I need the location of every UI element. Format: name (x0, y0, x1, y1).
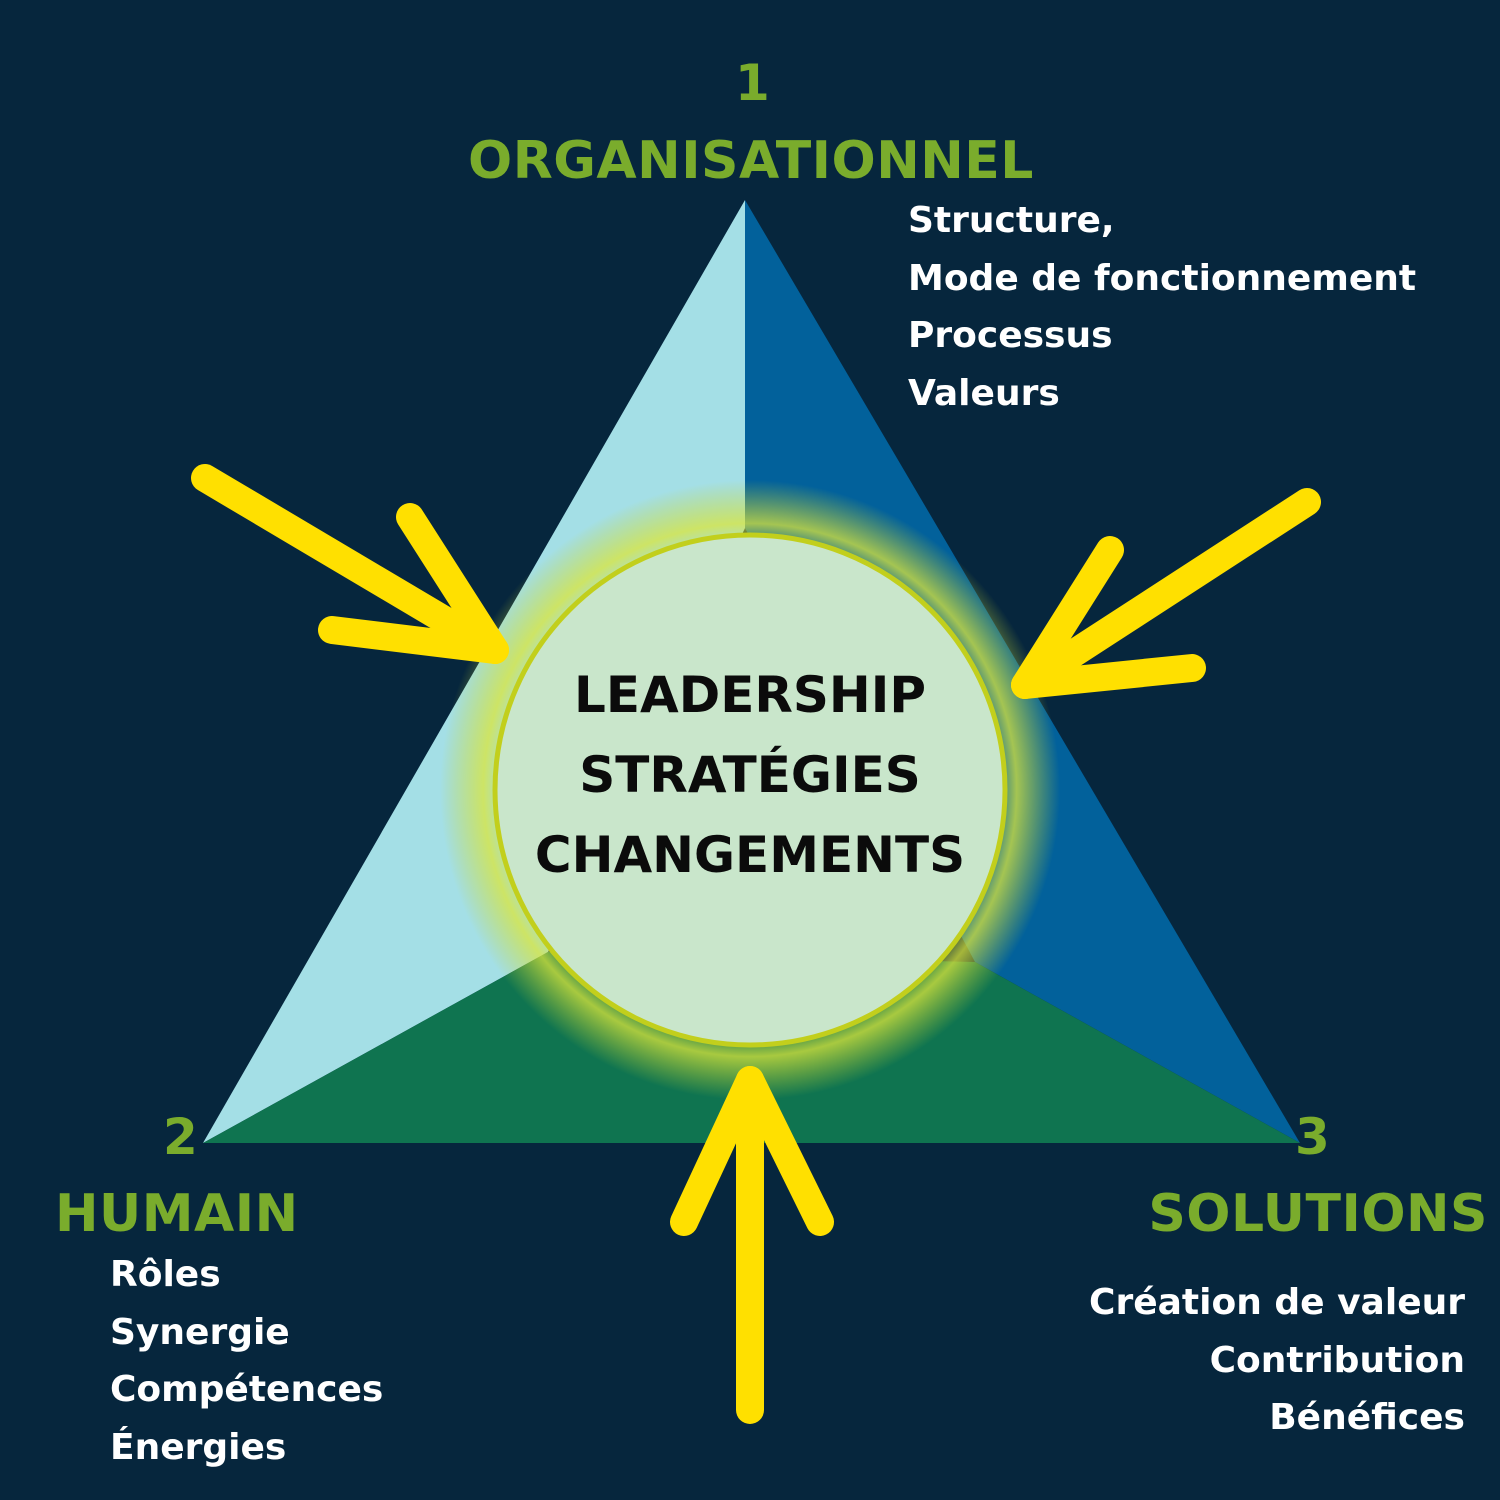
arrow-top-left (191, 464, 509, 664)
pole-top-number: 1 (735, 54, 770, 112)
list-item: Rôles (110, 1254, 221, 1295)
center-line-leadership: LEADERSHIP (574, 666, 926, 724)
pole-left-number: 2 (163, 1108, 198, 1166)
list-item: Bénéfices (1269, 1397, 1465, 1438)
list-item: Synergie (110, 1311, 290, 1353)
pole-right-number: 3 (1295, 1108, 1330, 1166)
list-item: Processus (908, 315, 1113, 356)
arrow-bottom (670, 1066, 834, 1424)
pole-top-title: ORGANISATIONNEL (468, 131, 1034, 191)
list-item: Mode de fonctionnement (908, 257, 1417, 299)
list-item: Structure, (908, 200, 1115, 241)
list-item: Contribution (1209, 1339, 1465, 1381)
center-line-strategies: STRATÉGIES (579, 746, 921, 804)
list-item: Valeurs (908, 372, 1060, 414)
center-line-changements: CHANGEMENTS (534, 826, 966, 884)
arrow-right (1011, 488, 1321, 699)
pole-left-list: Rôles Synergie Compétences Énergies (110, 1246, 383, 1476)
list-item: Énergies (110, 1426, 287, 1468)
pole-right-title: SOLUTIONS (1148, 1184, 1488, 1244)
list-item: Création de valeur (1089, 1282, 1465, 1323)
center-circle (492, 532, 1008, 1048)
center-label: LEADERSHIP STRATÉGIES CHANGEMENTS (500, 655, 1000, 895)
list-item: Compétences (110, 1369, 384, 1410)
pole-right-list: Création de valeur Contribution Bénéfice… (1089, 1274, 1465, 1447)
pole-top-list: Structure, Mode de fonctionnement Proces… (908, 192, 1416, 422)
pole-left-title: HUMAIN (55, 1184, 299, 1244)
